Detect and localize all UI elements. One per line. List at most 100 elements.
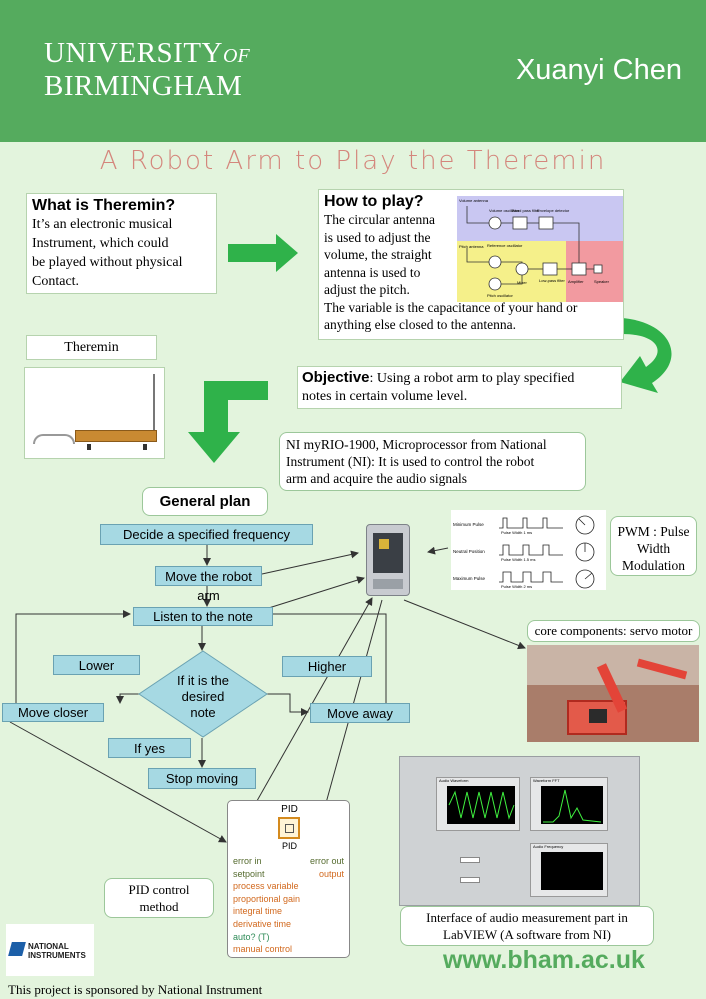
poster-title: A Robot Arm to Play the Theremin bbox=[99, 146, 607, 176]
labview-panel-title: Waveform FFT bbox=[533, 778, 560, 783]
pid-title: PID bbox=[281, 804, 298, 815]
pid-label-line1: PID control bbox=[128, 882, 190, 897]
pid-block: PID PID error in setpoint process variab… bbox=[227, 800, 350, 958]
how-line: adjust the pitch. bbox=[324, 282, 410, 297]
how-line: The circular antenna bbox=[324, 212, 435, 227]
decision-line: If it is the bbox=[176, 673, 230, 688]
website-url[interactable]: www.bham.ac.uk bbox=[443, 946, 645, 974]
sponsor-note: This project is sponsored by National In… bbox=[8, 982, 263, 997]
decision-line: note bbox=[190, 705, 216, 720]
pwm-row-label: Maximum Pulse bbox=[453, 576, 486, 581]
diagram-label: Amplifier bbox=[568, 279, 584, 284]
labview-caption: Interface of audio measurement part in L… bbox=[400, 906, 654, 946]
pid-input: integral time bbox=[233, 906, 283, 917]
ni-logo: NATIONAL INSTRUMENTS bbox=[6, 924, 94, 976]
decide-frequency-step: Decide a specified frequency bbox=[100, 524, 313, 545]
diagram-label: Pitch oscillator bbox=[487, 293, 513, 298]
curved-arrow-icon bbox=[620, 318, 672, 393]
diagram-label: Mixer bbox=[517, 280, 527, 285]
pid-input: process variable bbox=[233, 881, 299, 892]
myrio-box: NI myRIO-1900, Microprocessor from Natio… bbox=[279, 432, 586, 491]
general-plan-heading: General plan bbox=[142, 487, 268, 516]
labview-interface: Audio Waveform Waveform FFT Audio Freque… bbox=[399, 756, 640, 906]
myrio-device-image bbox=[366, 524, 410, 596]
pid-input: auto? (T) bbox=[233, 931, 270, 942]
myrio-line: arm and acquire the audio signals bbox=[286, 471, 468, 486]
myrio-line: NI myRIO-1900, Microprocessor from Natio… bbox=[286, 437, 547, 452]
objective-text-line1: Using a robot arm to play specified bbox=[376, 371, 575, 386]
what-heading: What is Theremin? bbox=[32, 197, 176, 214]
what-is-theremin-box: What is Theremin? It’s an electronic mus… bbox=[26, 193, 217, 294]
university-of: OF bbox=[223, 45, 250, 67]
diagram-label: Envelope detector bbox=[537, 208, 570, 213]
pid-input: error in bbox=[233, 856, 262, 866]
diagram-label: Speaker bbox=[594, 279, 609, 284]
labview-caption-line2: LabVIEW (A software from NI) bbox=[443, 927, 611, 942]
lower-label: Lower bbox=[53, 655, 140, 675]
diagram-label: Pitch antenna bbox=[459, 244, 484, 249]
pid-label-line2: method bbox=[139, 899, 179, 914]
theremin-label: Theremin bbox=[26, 335, 157, 360]
pid-input: derivative time bbox=[233, 918, 292, 929]
ni-eagle-icon bbox=[8, 942, 26, 956]
university-logo: UNIVERSITYOF BIRMINGHAM bbox=[44, 38, 250, 101]
right-arrow-icon bbox=[228, 234, 298, 272]
pid-sub: PID bbox=[281, 841, 297, 851]
diagram-label: Reference oscillator bbox=[487, 243, 523, 248]
myrio-line: Instrument (NI): It is used to control t… bbox=[286, 454, 535, 469]
pwm-diagram: Minimum Pulse Neutral Position Maximum P… bbox=[451, 510, 606, 590]
pid-vi-icon bbox=[278, 817, 300, 839]
university-line1: UNIVERSITY bbox=[44, 37, 223, 69]
diagram-label: Band pass filter bbox=[512, 208, 540, 213]
theremin-image bbox=[24, 367, 165, 459]
diagram-label: Low-pass filter bbox=[539, 278, 565, 283]
objective-colon: : bbox=[369, 371, 374, 386]
what-line: Contact. bbox=[32, 274, 80, 289]
how-line: volume, the straight bbox=[324, 247, 432, 262]
how-line: anything else closed to the antenna. bbox=[324, 317, 516, 332]
listen-note-step: Listen to the note bbox=[133, 607, 273, 626]
pid-input: proportional gain bbox=[233, 893, 301, 904]
move-away-step: Move away bbox=[310, 703, 410, 723]
pwm-label: PWM : Pulse Width Modulation bbox=[610, 516, 697, 576]
pwm-row-label: Minimum Pulse bbox=[453, 522, 484, 527]
what-line: It’s an electronic musical bbox=[32, 217, 173, 232]
what-line: be played without physical bbox=[32, 255, 183, 270]
if-yes-label: If yes bbox=[108, 738, 191, 758]
servo-robot-photo bbox=[527, 645, 699, 742]
ni-logo-line1: NATIONAL bbox=[28, 942, 69, 951]
university-line2: BIRMINGHAM bbox=[44, 70, 243, 102]
how-heading: How to play? bbox=[324, 193, 424, 210]
pid-output: error out bbox=[309, 856, 344, 866]
theremin-block-diagram: Volume antenna Volume oscillator Band pa… bbox=[457, 196, 623, 302]
down-arrow-icon bbox=[188, 381, 268, 463]
header-banner: UNIVERSITYOF BIRMINGHAM Xuanyi Chen bbox=[0, 0, 706, 142]
diagram-label: Volume antenna bbox=[459, 198, 488, 203]
labview-panel-title: Audio Waveform bbox=[439, 778, 469, 783]
move-closer-step: Move closer bbox=[2, 703, 104, 722]
pid-input: setpoint bbox=[233, 868, 265, 879]
move-robot-arm-step: Move the robot arm bbox=[155, 566, 262, 603]
pwm-width-label: Pulse Width 1.5 ms bbox=[501, 557, 536, 562]
higher-label: Higher bbox=[282, 656, 372, 677]
pid-input: manual control bbox=[233, 944, 293, 955]
pid-label: PID control method bbox=[104, 878, 214, 918]
how-line: The variable is the capacitance of your … bbox=[324, 299, 578, 315]
objective-heading: Objective bbox=[302, 369, 370, 386]
objective-text-line2: notes in certain volume level. bbox=[302, 389, 468, 404]
pwm-line: Width bbox=[636, 541, 671, 556]
pid-output: output bbox=[318, 868, 344, 879]
servo-label: core components: servo motor bbox=[527, 620, 700, 642]
pwm-width-label: Pulse Width 1 ms bbox=[501, 530, 533, 535]
stop-moving-step: Stop moving bbox=[148, 768, 256, 789]
pwm-line: Modulation bbox=[622, 558, 685, 573]
decision-line: desired bbox=[181, 689, 225, 704]
pwm-width-label: Pulse Width 2 ms bbox=[501, 584, 533, 589]
labview-panel-title: Audio Frequency bbox=[533, 844, 564, 849]
ni-logo-line2: INSTRUMENTS bbox=[28, 951, 86, 960]
how-line: is used to adjust the bbox=[324, 229, 431, 245]
diagram-label: Volume oscillator bbox=[489, 208, 520, 213]
pwm-line: PWM : Pulse bbox=[617, 524, 690, 539]
author-name: Xuanyi Chen bbox=[515, 54, 682, 86]
